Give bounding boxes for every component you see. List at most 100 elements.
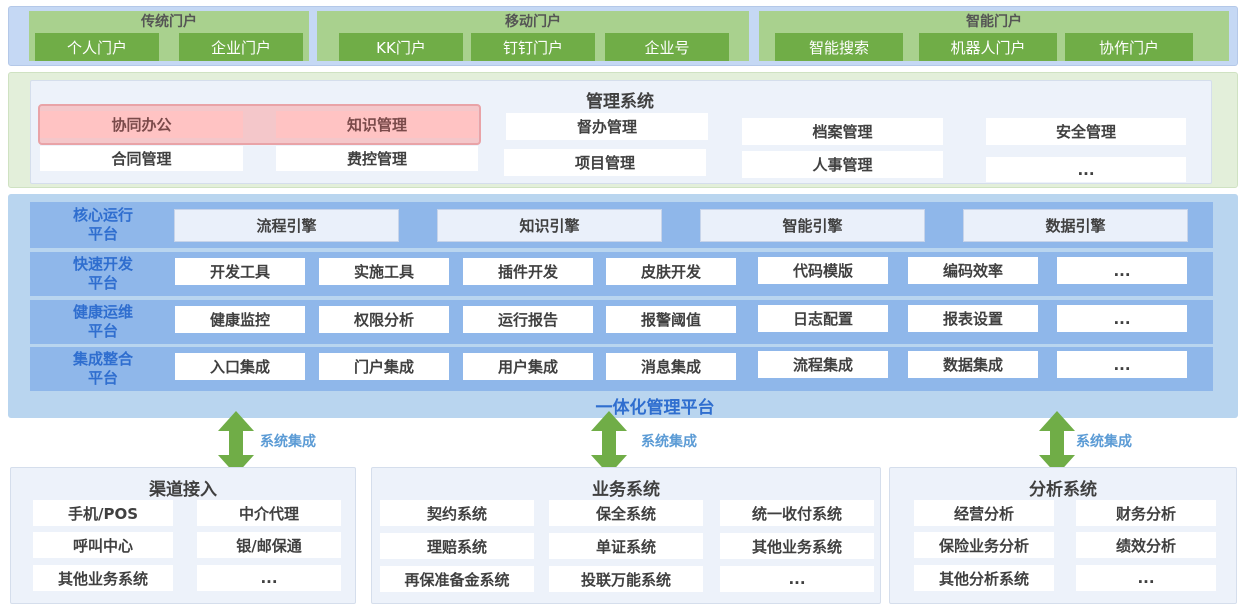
portal-integration[interactable]: 门户集成 bbox=[319, 353, 449, 380]
mgmt-archive[interactable]: 档案管理 bbox=[742, 118, 943, 145]
entry-integration[interactable]: 入口集成 bbox=[175, 353, 305, 380]
row-label-line: 健康运维 bbox=[72, 303, 133, 321]
portal-kk[interactable]: KK门户 bbox=[339, 33, 463, 61]
section-title: 业务系统 bbox=[592, 479, 660, 500]
biz-preservation[interactable]: 保全系统 bbox=[549, 500, 703, 526]
dev-tools[interactable]: 开发工具 bbox=[175, 258, 305, 285]
portal-group-mobile: 移动门户 KK门户 钉钉门户 企业号 bbox=[317, 11, 749, 61]
channel-call-center[interactable]: 呼叫中心 bbox=[33, 532, 173, 558]
platform-title: 一体化管理平台 bbox=[595, 397, 715, 418]
row-label-line: 平台 bbox=[87, 225, 118, 243]
analysis-operations[interactable]: 经营分析 bbox=[914, 500, 1054, 526]
biz-reinsurance[interactable]: 再保准备金系统 bbox=[380, 566, 534, 592]
engine-smart[interactable]: 智能引擎 bbox=[700, 209, 925, 242]
mgmt-expense[interactable]: 费控管理 bbox=[276, 146, 478, 171]
message-integration[interactable]: 消息集成 bbox=[606, 353, 736, 380]
mgmt-supervise[interactable]: 督办管理 bbox=[506, 113, 708, 140]
platform-row-devtools: 快速开发 平台 开发工具 实施工具 插件开发 皮肤开发 代码模版 编码效率 ..… bbox=[30, 252, 1213, 296]
portal-group-smart: 智能门户 智能搜索 机器人门户 协作门户 bbox=[759, 11, 1229, 61]
engine-data[interactable]: 数据引擎 bbox=[963, 209, 1188, 242]
ops-more[interactable]: ... bbox=[1057, 305, 1187, 332]
portal-dingtalk[interactable]: 钉钉门户 bbox=[471, 33, 595, 61]
platform-row-integration: 集成整合 平台 入口集成 门户集成 用户集成 消息集成 流程集成 数据集成 ..… bbox=[30, 347, 1213, 391]
section-title: 分析系统 bbox=[1029, 479, 1097, 500]
log-config[interactable]: 日志配置 bbox=[758, 305, 888, 332]
plugin-dev[interactable]: 插件开发 bbox=[463, 258, 593, 285]
channel-other[interactable]: 其他业务系统 bbox=[33, 565, 173, 591]
row-label: 健康运维 平台 bbox=[30, 300, 176, 344]
section-analysis: 分析系统 经营分析 财务分析 保险业务分析 绩效分析 其他分析系统 ... bbox=[889, 467, 1237, 604]
portal-group-traditional: 传统门户 个人门户 企业门户 bbox=[29, 11, 309, 61]
double-arrow-icon bbox=[591, 411, 627, 475]
biz-investment[interactable]: 投联万能系统 bbox=[549, 566, 703, 592]
platform-row-core: 核心运行 平台 流程引擎 知识引擎 智能引擎 数据引擎 bbox=[30, 202, 1213, 248]
data-integration[interactable]: 数据集成 bbox=[908, 351, 1038, 378]
channel-bank-post[interactable]: 银/邮保通 bbox=[197, 532, 341, 558]
biz-contract[interactable]: 契约系统 bbox=[380, 500, 534, 526]
double-arrow-icon bbox=[1039, 411, 1075, 475]
coding-efficiency[interactable]: 编码效率 bbox=[908, 257, 1038, 284]
mgmt-collab-office[interactable]: 协同办公 bbox=[40, 111, 243, 138]
row-label: 集成整合 平台 bbox=[30, 347, 176, 391]
management-title: 管理系统 bbox=[586, 91, 654, 112]
integration-label: 系统集成 bbox=[1076, 434, 1132, 450]
run-report[interactable]: 运行报告 bbox=[463, 306, 593, 333]
portal-collab[interactable]: 协作门户 bbox=[1065, 33, 1193, 61]
biz-claims[interactable]: 理赔系统 bbox=[380, 533, 534, 559]
analysis-finance[interactable]: 财务分析 bbox=[1076, 500, 1216, 526]
skin-dev[interactable]: 皮肤开发 bbox=[606, 258, 736, 285]
biz-other[interactable]: 其他业务系统 bbox=[720, 533, 874, 559]
code-template[interactable]: 代码模版 bbox=[758, 257, 888, 284]
portal-enterprise[interactable]: 企业门户 bbox=[179, 33, 303, 61]
mgmt-more[interactable]: ... bbox=[986, 157, 1186, 182]
channel-more[interactable]: ... bbox=[197, 565, 341, 591]
report-settings[interactable]: 报表设置 bbox=[908, 305, 1038, 332]
channel-mobile-pos[interactable]: 手机/POS bbox=[33, 500, 173, 526]
analysis-performance[interactable]: 绩效分析 bbox=[1076, 532, 1216, 558]
portal-personal[interactable]: 个人门户 bbox=[35, 33, 159, 61]
section-title: 渠道接入 bbox=[149, 479, 217, 500]
mgmt-knowledge[interactable]: 知识管理 bbox=[276, 111, 478, 138]
engine-knowledge[interactable]: 知识引擎 bbox=[437, 209, 662, 242]
portal-smart-search[interactable]: 智能搜索 bbox=[775, 33, 903, 61]
row-label-line: 核心运行 bbox=[72, 206, 133, 224]
biz-more[interactable]: ... bbox=[720, 566, 874, 592]
health-monitor[interactable]: 健康监控 bbox=[175, 306, 305, 333]
analysis-other[interactable]: 其他分析系统 bbox=[914, 565, 1054, 591]
channel-agency[interactable]: 中介代理 bbox=[197, 500, 341, 526]
platform-row-ops: 健康运维 平台 健康监控 权限分析 运行报告 报警阈值 日志配置 报表设置 ..… bbox=[30, 300, 1213, 344]
row-label-line: 平台 bbox=[87, 369, 118, 387]
double-arrow-icon bbox=[218, 411, 254, 475]
user-integration[interactable]: 用户集成 bbox=[463, 353, 593, 380]
integration-label: 系统集成 bbox=[260, 434, 316, 450]
row-label: 核心运行 平台 bbox=[30, 202, 176, 248]
portal-group-title: 移动门户 bbox=[505, 14, 561, 30]
row-label-line: 快速开发 bbox=[72, 255, 133, 273]
portal-layer: 传统门户 个人门户 企业门户 移动门户 KK门户 钉钉门户 企业号 智能门户 智… bbox=[8, 6, 1238, 66]
section-channel: 渠道接入 手机/POS 中介代理 呼叫中心 银/邮保通 其他业务系统 ... bbox=[10, 467, 356, 604]
portal-robot[interactable]: 机器人门户 bbox=[919, 33, 1057, 61]
integration-label: 系统集成 bbox=[641, 434, 697, 450]
mgmt-hr[interactable]: 人事管理 bbox=[742, 151, 943, 178]
row-label: 快速开发 平台 bbox=[30, 252, 176, 296]
mgmt-project[interactable]: 项目管理 bbox=[504, 149, 706, 176]
alert-threshold[interactable]: 报警阈值 bbox=[606, 306, 736, 333]
integration-more[interactable]: ... bbox=[1057, 351, 1187, 378]
dev-more[interactable]: ... bbox=[1057, 257, 1187, 284]
biz-payment[interactable]: 统一收付系统 bbox=[720, 500, 874, 526]
row-label-line: 平台 bbox=[87, 274, 118, 292]
impl-tools[interactable]: 实施工具 bbox=[319, 258, 449, 285]
analysis-insurance[interactable]: 保险业务分析 bbox=[914, 532, 1054, 558]
engine-workflow[interactable]: 流程引擎 bbox=[174, 209, 399, 242]
mgmt-security[interactable]: 安全管理 bbox=[986, 118, 1186, 145]
portal-enterprise-account[interactable]: 企业号 bbox=[605, 33, 729, 61]
permission-analysis[interactable]: 权限分析 bbox=[319, 306, 449, 333]
analysis-more[interactable]: ... bbox=[1076, 565, 1216, 591]
portal-group-title: 智能门户 bbox=[966, 14, 1022, 30]
biz-documents[interactable]: 单证系统 bbox=[549, 533, 703, 559]
portal-group-title: 传统门户 bbox=[141, 14, 197, 30]
section-business: 业务系统 契约系统 保全系统 统一收付系统 理赔系统 单证系统 其他业务系统 再… bbox=[371, 467, 881, 604]
row-label-line: 平台 bbox=[87, 322, 118, 340]
mgmt-contract[interactable]: 合同管理 bbox=[40, 146, 243, 171]
workflow-integration[interactable]: 流程集成 bbox=[758, 351, 888, 378]
